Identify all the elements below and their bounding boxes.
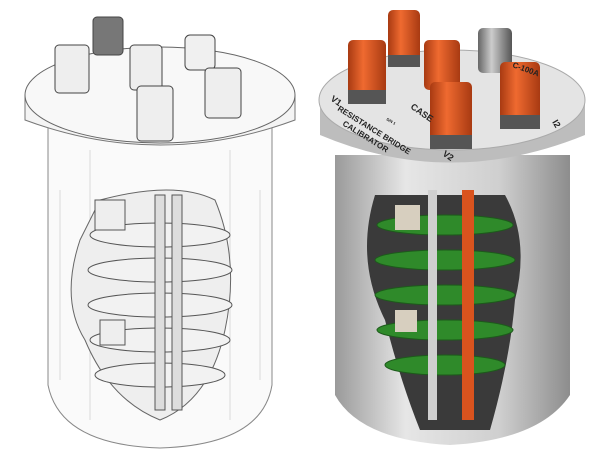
connector-socket <box>478 28 512 73</box>
terminal-posts <box>348 10 540 149</box>
stacked-boards <box>87 222 233 388</box>
wireframe-render <box>24 16 296 449</box>
label-i2: I2 <box>550 118 562 130</box>
shaded-render: V1 CASE C-100A I2 V2 S/N 1 RESISTANCE BR… <box>318 10 586 445</box>
label-serial: S/N 1 <box>386 117 398 127</box>
copper-rod <box>462 190 474 420</box>
wire-terminals <box>54 16 242 142</box>
